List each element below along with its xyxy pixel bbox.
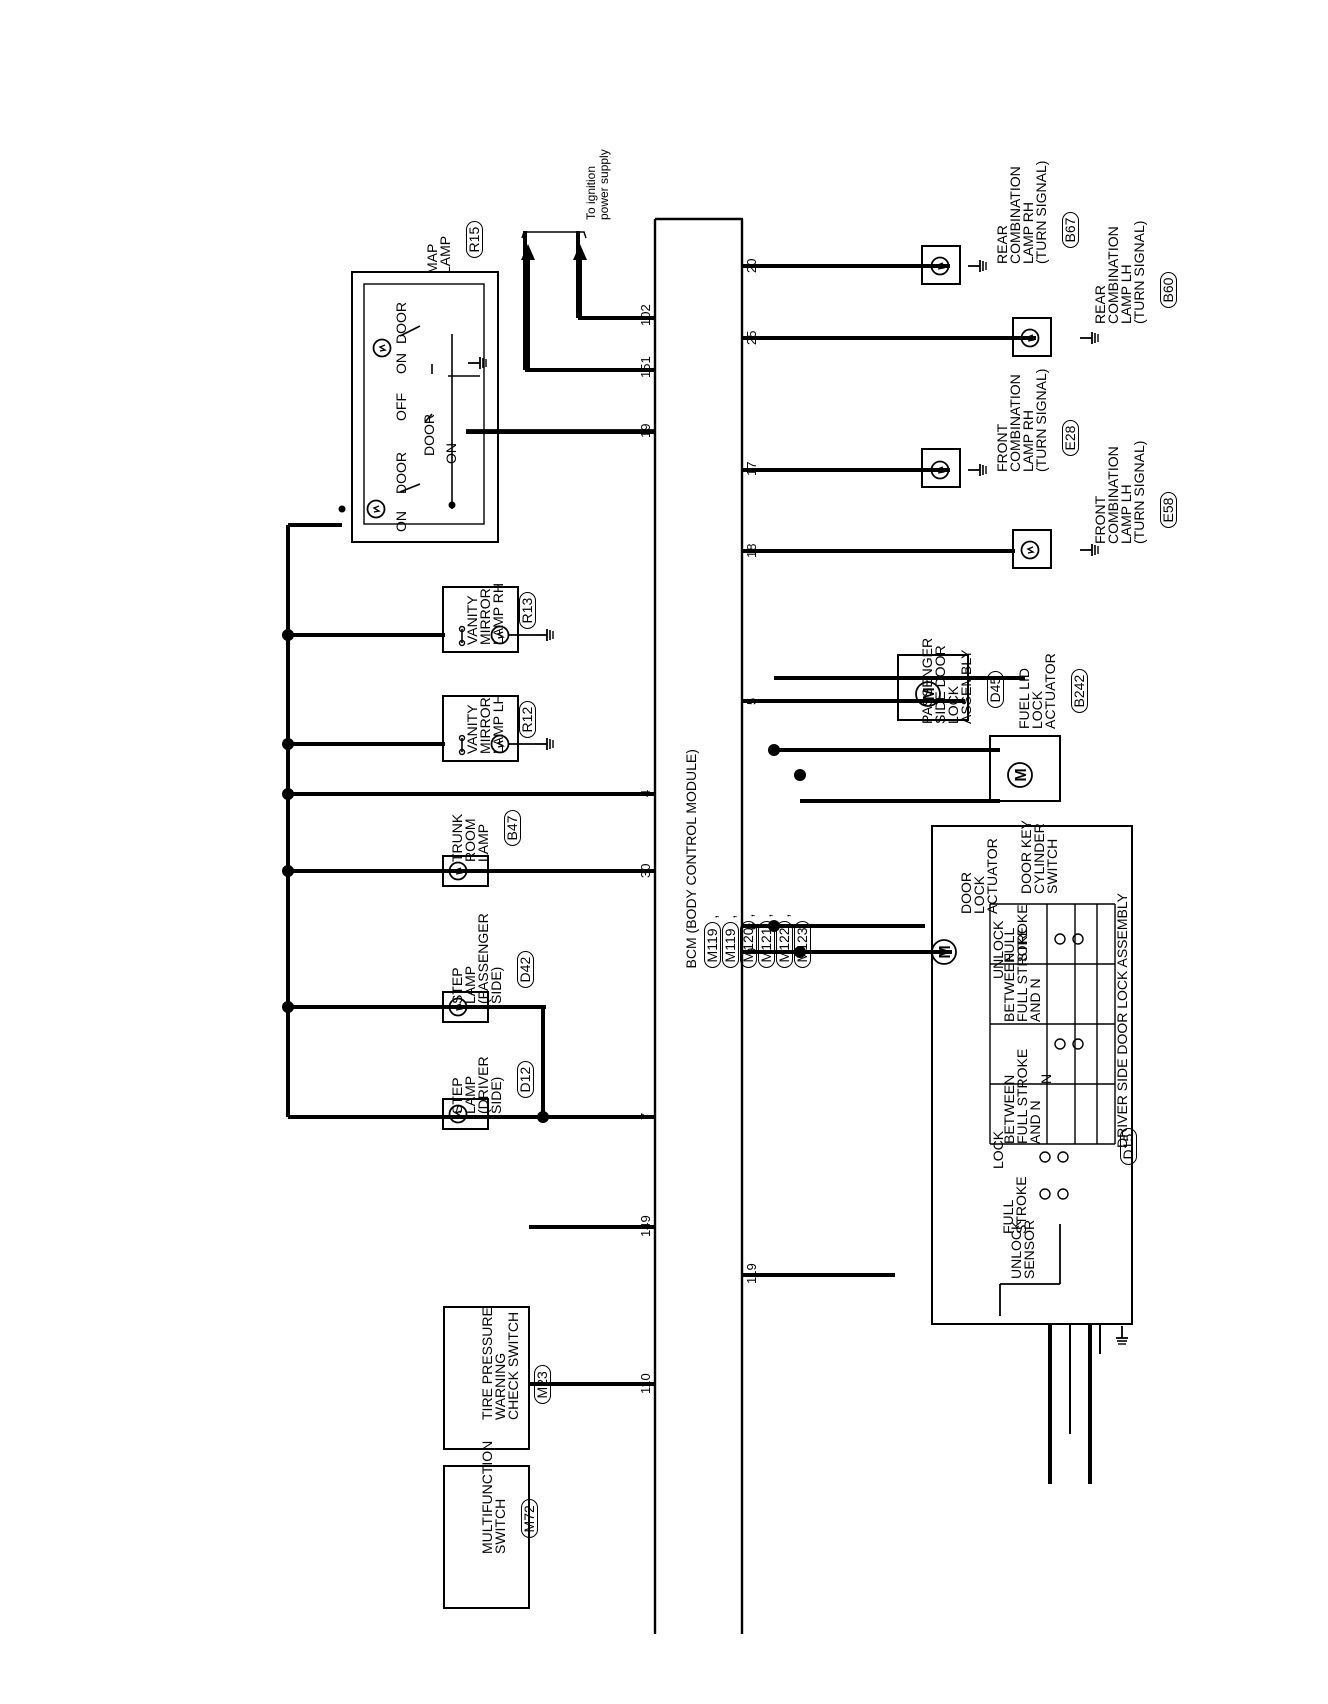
connector-tag: R12 bbox=[519, 700, 536, 739]
component-name: REAR COMBINATION LAMP LH (TURN SIGNAL) bbox=[1092, 220, 1147, 324]
connector-tag: M119 bbox=[704, 922, 721, 969]
pin-9: 9 bbox=[744, 947, 759, 955]
step-lamp-passenger-label: STEP LAMP (PASSENGER SIDE) D42 bbox=[425, 913, 547, 1004]
component-name: TRUNK ROOM LAMP bbox=[449, 813, 491, 862]
pin-149: 149 bbox=[638, 1215, 653, 1237]
connector-tag: B60 bbox=[1160, 271, 1177, 309]
connector-tag: E58 bbox=[1160, 491, 1177, 529]
pin-8: 8 bbox=[744, 922, 759, 930]
pin-25: 25 bbox=[744, 330, 759, 345]
pin-20: 20 bbox=[744, 258, 759, 273]
step-lamp-driver bbox=[442, 1098, 489, 1130]
multifunction-switch-label: MULTIFUNCTION SWITCH M72 bbox=[455, 1441, 551, 1554]
vanity-mirror-lh-label: VANITY MIRROR LAMP LH R12 bbox=[440, 694, 549, 754]
component-name: DRIVER SIDE DOOR LOCK ASSEMBLY bbox=[1114, 893, 1130, 1148]
pin-110: 110 bbox=[638, 1373, 653, 1394]
unlock-full-stroke: FULL STROKE bbox=[1001, 904, 1030, 962]
door-lock-actuator-label: DOOR LOCK ACTUATOR bbox=[958, 838, 1000, 914]
map-switch-door-3: DOOR bbox=[393, 302, 409, 344]
lamp-supply-bus bbox=[286, 231, 655, 1119]
map-switch-off: OFF bbox=[393, 393, 409, 421]
bus-junctions bbox=[282, 501, 549, 1123]
component-name: VANITY MIRROR LAMP LH bbox=[464, 694, 506, 754]
vanity-mirror-rh bbox=[442, 586, 554, 653]
trunk-room-lamp bbox=[442, 855, 489, 887]
map-switch-door-2: DOOR bbox=[421, 414, 437, 456]
bottom-leads bbox=[1048, 1324, 1101, 1484]
right-wiring bbox=[742, 264, 1036, 1277]
map-lamp-label: MAP LAMP R15 bbox=[400, 220, 496, 274]
step-lamp-driver-label: STEP LAMP (DRIVER SIDE) D12 bbox=[425, 1056, 547, 1114]
driver-door-lock-assembly bbox=[931, 825, 1133, 1345]
ignition-arrows bbox=[521, 231, 587, 369]
pin-30: 30 bbox=[638, 863, 653, 878]
map-lamp bbox=[351, 271, 655, 543]
connector-tag: E28 bbox=[1062, 419, 1079, 457]
connector-tag: B67 bbox=[1062, 211, 1079, 249]
component-name: MAP LAMP bbox=[424, 235, 453, 274]
vanity-mirror-rh-label: VANITY MIRROR LAMP RH R13 bbox=[440, 583, 549, 645]
component-name: FRONT COMBINATION LAMP RH (TURN SIGNAL) bbox=[994, 368, 1049, 472]
step-lamp-passenger bbox=[442, 991, 489, 1023]
driver-door-lock-label: DRIVER SIDE DOOR LOCK ASSEMBLY bbox=[1090, 893, 1155, 1148]
component-name: FRONT COMBINATION LAMP LH (TURN SIGNAL) bbox=[1092, 440, 1147, 544]
component-name: MULTIFUNCTION SWITCH bbox=[479, 1440, 508, 1554]
multifunction-switch-box bbox=[443, 1382, 655, 1609]
map-switch-on-3: ON bbox=[393, 353, 409, 374]
pin-19: 19 bbox=[638, 423, 653, 438]
lock-between: BETWEEN FULL STROKE AND N bbox=[1001, 1048, 1043, 1144]
ignition-note: To ignition power supply bbox=[584, 149, 611, 220]
pin-151: 151 bbox=[638, 356, 653, 378]
connector-tag: M23 bbox=[534, 1365, 551, 1405]
connector-tag: D15 bbox=[1120, 1127, 1137, 1166]
connector-tag: M123 bbox=[794, 921, 811, 969]
component-name: STEP LAMP (PASSENGER SIDE) bbox=[449, 913, 504, 1004]
pin-5: 5 bbox=[744, 697, 759, 705]
map-switch-on-2: ON bbox=[443, 443, 459, 464]
component-name: TIRE PRESSURE WARNING CHECK SWITCH bbox=[479, 1307, 521, 1420]
connector-tag: R13 bbox=[519, 591, 536, 630]
driver-door-lock-connector: D15 bbox=[1106, 1127, 1150, 1181]
connector-tag: M119 bbox=[722, 922, 739, 969]
component-name: REAR COMBINATION LAMP RH (TURN SIGNAL) bbox=[994, 160, 1049, 264]
map-switch-door-1: DOOR bbox=[393, 452, 409, 494]
pin-119: 119 bbox=[744, 1263, 759, 1284]
component-name: FUEL LID LOCK ACTUATOR bbox=[1016, 653, 1058, 729]
connector-tag: D42 bbox=[517, 950, 534, 989]
pin-17: 17 bbox=[744, 461, 759, 476]
connector-tag: M72 bbox=[521, 1499, 538, 1539]
fuel-lid-actuator-label: FUEL LID LOCK ACTUATOR B242 bbox=[992, 653, 1101, 729]
trunk-room-lamp-label: TRUNK ROOM LAMP B47 bbox=[425, 809, 534, 862]
component-name: STEP LAMP (DRIVER SIDE) bbox=[449, 1056, 504, 1114]
combination-lamps bbox=[921, 245, 1099, 569]
connector-tag: B47 bbox=[504, 809, 521, 847]
right-junctions bbox=[768, 744, 806, 958]
fuel-lid-actuator bbox=[989, 735, 1061, 802]
component-name: PASSENGER SIDE DOOR LOCK ASSEMBLY bbox=[919, 637, 974, 724]
pin-7: 7 bbox=[638, 1112, 653, 1120]
pin-102: 102 bbox=[638, 304, 653, 326]
tire-pressure-switch-label: TIRE PRESSURE WARNING CHECK SWITCH M23 bbox=[455, 1307, 564, 1420]
connector-tag: D12 bbox=[517, 1060, 534, 1099]
connector-tag: R15 bbox=[466, 220, 483, 259]
rear-combi-rh-label: REAR COMBINATION LAMP RH (TURN SIGNAL) B… bbox=[970, 161, 1092, 264]
door-key-switch-label: DOOR KEY CYLINDER SWITCH bbox=[1018, 820, 1060, 894]
connector-tag: M121 bbox=[758, 921, 775, 969]
connector-tag: M122 bbox=[776, 921, 793, 969]
passenger-door-lock bbox=[897, 654, 969, 721]
component-name: VANITY MIRROR LAMP RH bbox=[464, 583, 506, 645]
map-switch-on-1: ON bbox=[393, 511, 409, 532]
lock-full-stroke: FULL STROKE bbox=[1000, 1176, 1029, 1234]
pin-4: 4 bbox=[638, 789, 653, 797]
tire-pressure-switch-box bbox=[443, 1225, 655, 1450]
front-combi-rh-label: FRONT COMBINATION LAMP RH (TURN SIGNAL) … bbox=[970, 369, 1092, 472]
connector-tag: B242 bbox=[1071, 668, 1088, 714]
pin-18: 18 bbox=[744, 543, 759, 558]
vanity-mirror-lh bbox=[442, 695, 554, 762]
